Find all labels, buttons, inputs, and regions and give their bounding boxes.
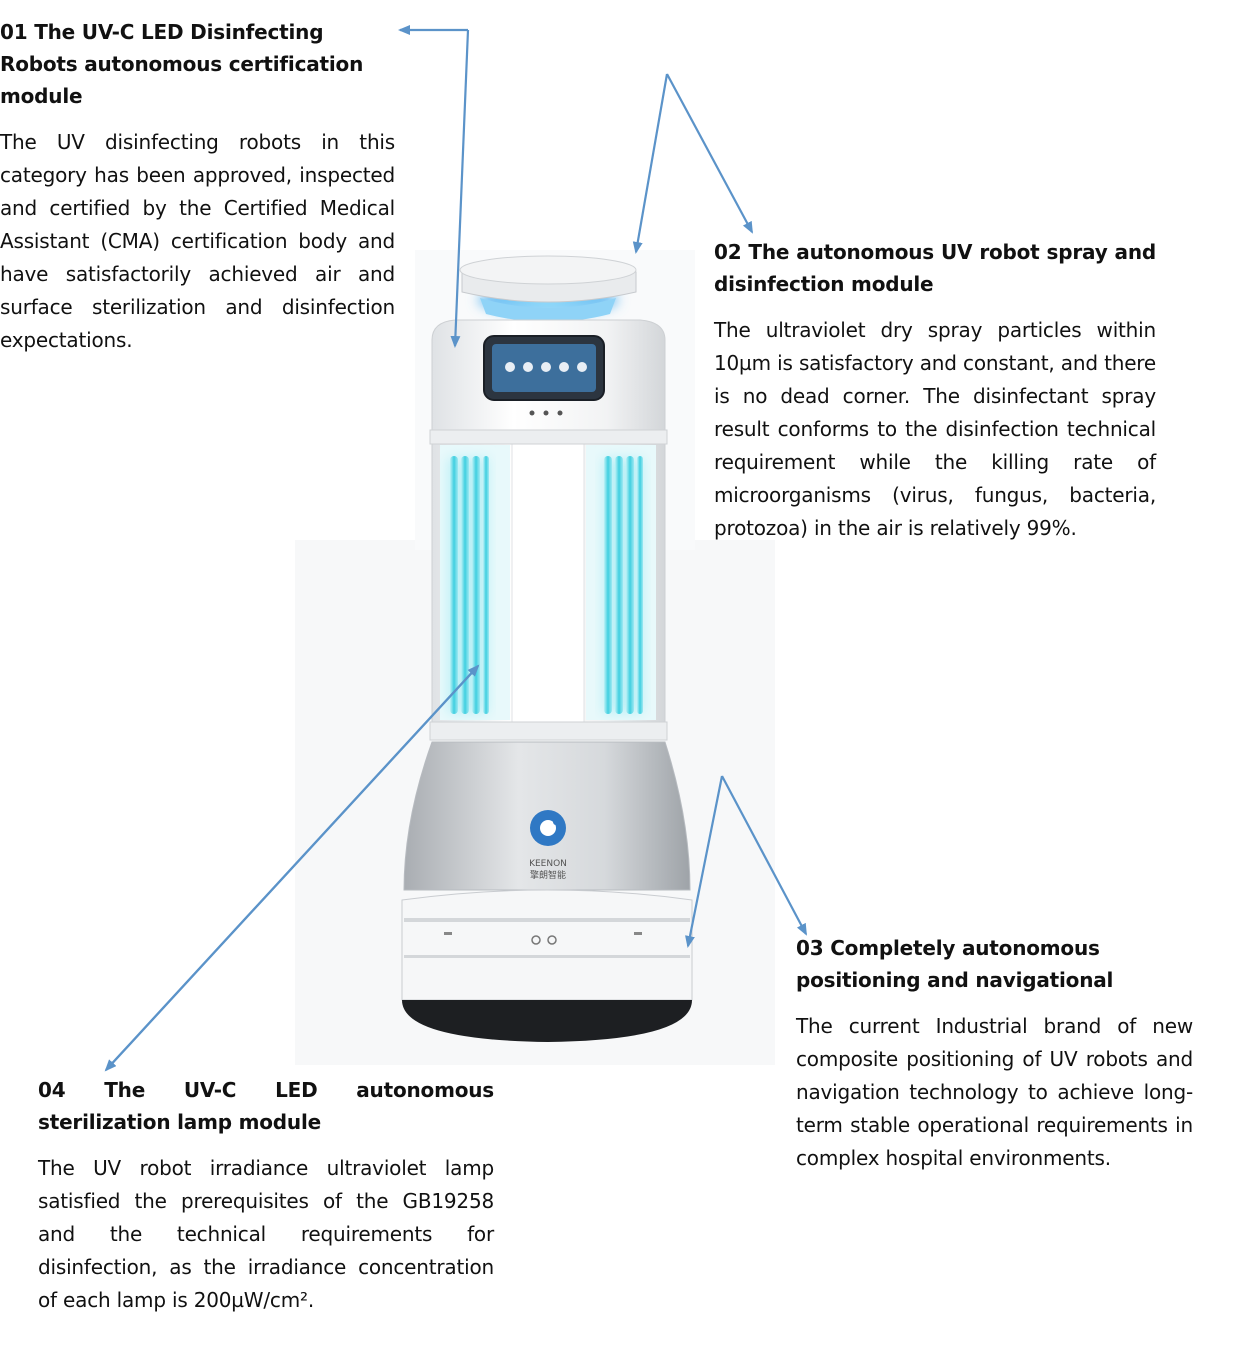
module-02: 02 The autonomous UV robot spray and dis… [714, 236, 1156, 545]
arrow-01-down [450, 29, 470, 348]
arrow-03-left [685, 775, 724, 948]
robot-chassis [401, 889, 693, 1042]
module-04-body: The UV robot irradiance ultraviolet lamp… [38, 1156, 494, 1312]
module-03: 03 Completely autonomous positioning and… [796, 932, 1193, 1175]
module-04: 04 The UV-C LED autonomous sterilization… [38, 1074, 494, 1317]
callout-arrows [104, 25, 807, 1072]
module-01: 01 The UV-C LED Disinfecting Robots auto… [0, 16, 395, 357]
arrow-02-right [666, 73, 753, 234]
module-04-title: 04 The UV-C LED autonomous sterilization… [38, 1078, 494, 1134]
robot-upper-body [429, 319, 668, 741]
logo-subtext: 擎朗智能 [530, 869, 566, 881]
robot-top-cap [459, 255, 637, 322]
module-03-body: The current Industrial brand of new comp… [796, 1014, 1193, 1170]
logo-text: KEENON [529, 859, 567, 869]
module-01-body: The UV disinfecting robots in this categ… [0, 130, 395, 352]
arrow-02-left [632, 73, 669, 254]
arrow-04-down [104, 665, 479, 1072]
module-03-title: 03 Completely autonomous positioning and… [796, 936, 1114, 992]
arrow-03-right [721, 775, 807, 936]
module-01-title: 01 The UV-C LED Disinfecting Robots auto… [0, 20, 364, 108]
module-02-body: The ultraviolet dry spray particles with… [714, 318, 1156, 540]
module-02-title: 02 The autonomous UV robot spray and dis… [714, 240, 1156, 296]
robot-base: KEENON 擎朗智能 [403, 741, 691, 891]
